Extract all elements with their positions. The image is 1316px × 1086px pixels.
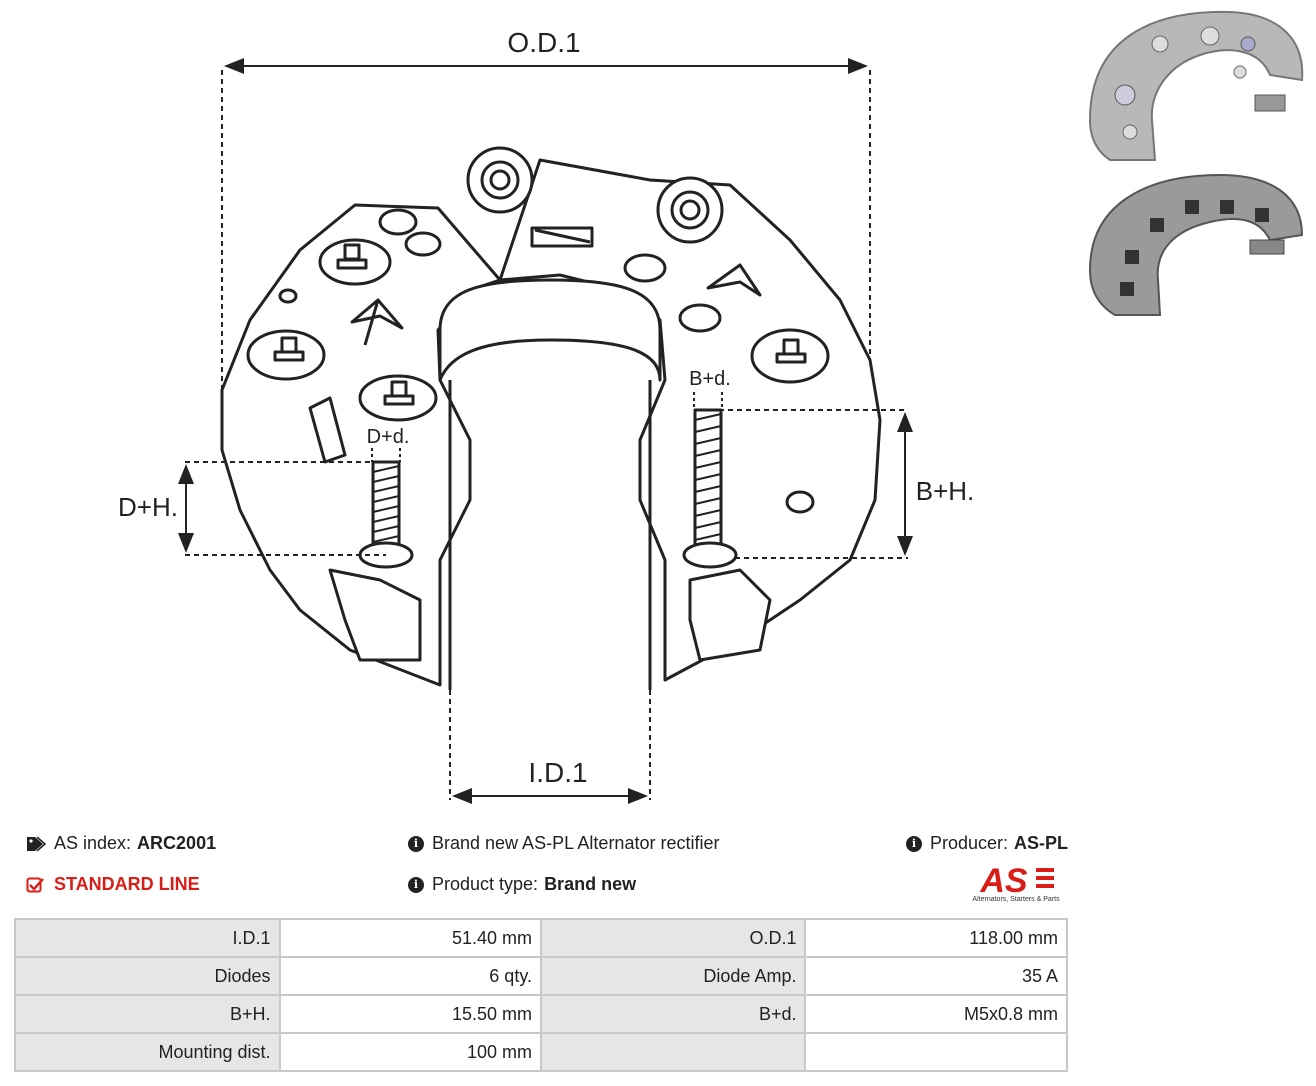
- spec-value: M5x0.8 mm: [804, 994, 1068, 1034]
- description-row: i Brand new AS-PL Alternator rectifier: [408, 833, 719, 854]
- producer-value: AS-PL: [1014, 833, 1069, 853]
- spec-value: [804, 1032, 1068, 1072]
- spec-value: 6 qty.: [278, 956, 543, 996]
- dd-label: D+d.: [367, 426, 410, 448]
- as-pl-logo: AS Alternators, Starters & Parts: [964, 862, 1068, 908]
- spec-key: B+d.: [539, 994, 807, 1034]
- spec-key: Diode Amp.: [539, 956, 807, 996]
- od-label: O.D.1: [507, 27, 580, 58]
- product-type-value: Brand new: [544, 874, 637, 894]
- spec-value: 35 A: [804, 956, 1068, 996]
- description-text: Brand new AS-PL Alternator rectifier: [432, 833, 720, 853]
- rectifier-body-right: [498, 158, 882, 682]
- as-index-label: AS index:: [54, 833, 132, 853]
- spec-key: Diodes: [14, 956, 281, 996]
- table-row: Mounting dist. 100 mm: [14, 1032, 1068, 1072]
- as-index-row: AS index: ARC2001: [26, 833, 216, 854]
- tag-icon: [27, 835, 46, 852]
- spec-value: 15.50 mm: [278, 994, 543, 1034]
- product-type-row: i Product type: Brand new: [408, 874, 636, 895]
- spec-key: I.D.1: [14, 918, 281, 958]
- svg-text:AS: AS: [979, 862, 1028, 896]
- as-logo-mark: AS: [979, 862, 1054, 900]
- info-icon: i: [408, 876, 424, 893]
- center-bore: [438, 278, 662, 382]
- spec-key: B+H.: [14, 994, 281, 1034]
- rectifier-technical-drawing: O.D.1 I.D.1 D+H. D+d. B+H. B+d.: [118, 27, 975, 804]
- product-photo-top: [1088, 10, 1304, 161]
- spec-value: 100 mm: [278, 1032, 543, 1072]
- as-index-value: ARC2001: [137, 833, 217, 853]
- logo-tagline: Alternators, Starters & Parts: [972, 896, 1060, 903]
- producer-row: i Producer: AS-PL: [906, 833, 1068, 854]
- table-row: Diodes 6 qty. Diode Amp. 35 A: [14, 956, 1068, 996]
- product-photos: [1088, 10, 1304, 316]
- spec-key: Mounting dist.: [14, 1032, 281, 1072]
- bd-label: B+d.: [689, 368, 731, 390]
- spec-key: [539, 1032, 807, 1072]
- bh-label: B+H.: [916, 476, 975, 506]
- spec-value: 51.40 mm: [278, 918, 543, 958]
- specs-table: I.D.1 51.40 mm O.D.1 118.00 mm Diodes 6 …: [14, 918, 1068, 1072]
- table-row: I.D.1 51.40 mm O.D.1 118.00 mm: [14, 918, 1068, 958]
- product-photo-bottom: [1088, 173, 1304, 316]
- id-label: I.D.1: [528, 757, 587, 788]
- spec-key: O.D.1: [539, 918, 807, 958]
- table-row: B+H. 15.50 mm B+d. M5x0.8 mm: [14, 994, 1068, 1034]
- standard-line-row: STANDARD LINE: [26, 874, 200, 895]
- info-icon: i: [408, 835, 424, 852]
- info-icon: i: [906, 835, 922, 852]
- rectifier-body-left: [220, 203, 502, 687]
- product-type-label: Product type:: [432, 874, 539, 894]
- spec-value: 118.00 mm: [804, 918, 1068, 958]
- dh-label: D+H.: [118, 492, 178, 522]
- standard-line-label: STANDARD LINE: [54, 874, 200, 894]
- producer-label: Producer:: [930, 833, 1009, 853]
- checkbox-checked-icon: [26, 877, 44, 892]
